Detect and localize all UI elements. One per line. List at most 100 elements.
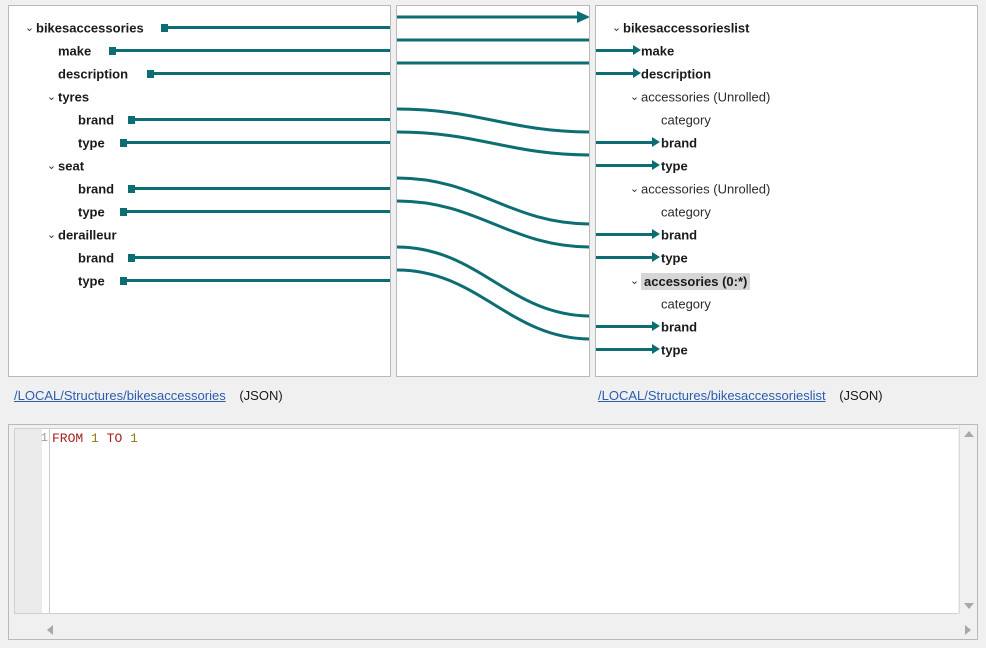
mapping-curve[interactable] bbox=[397, 107, 590, 134]
source-node-label: seat bbox=[58, 158, 85, 174]
target-node-label: make bbox=[641, 43, 675, 59]
source-connector-handle[interactable] bbox=[128, 185, 135, 193]
source-connector-line[interactable] bbox=[127, 141, 390, 144]
code-line[interactable]: FROM 1 TO 1 bbox=[52, 431, 138, 446]
source-connector-line[interactable] bbox=[135, 118, 390, 121]
source-node-label: brand bbox=[78, 112, 115, 128]
target-tree-row[interactable]: category bbox=[648, 293, 711, 315]
source-path-link[interactable]: /LOCAL/Structures/bikesaccessories bbox=[14, 388, 226, 403]
source-path-row: /LOCAL/Structures/bikesaccessories (JSON… bbox=[14, 388, 283, 403]
target-tree-row[interactable]: make bbox=[628, 40, 674, 62]
target-connector-line[interactable] bbox=[596, 49, 633, 52]
source-connector-handle[interactable] bbox=[120, 139, 127, 147]
source-connector-line[interactable] bbox=[127, 279, 390, 282]
source-connector-handle[interactable] bbox=[128, 116, 135, 124]
code-token-number: 1 bbox=[130, 431, 138, 446]
source-connector-line[interactable] bbox=[168, 26, 390, 29]
target-node-label: category bbox=[661, 296, 711, 312]
mapping-curve[interactable] bbox=[397, 245, 590, 318]
source-connector-handle[interactable] bbox=[109, 47, 116, 55]
mapping-curve[interactable] bbox=[397, 176, 590, 226]
target-node-label: brand bbox=[661, 135, 698, 151]
target-tree-row[interactable]: description bbox=[628, 63, 711, 85]
target-connector-line[interactable] bbox=[596, 141, 652, 144]
editor-horizontal-scrollbar[interactable] bbox=[41, 620, 977, 638]
mapping-curve[interactable] bbox=[397, 130, 590, 157]
target-tree-row[interactable]: ⌄accessories (Unrolled) bbox=[628, 86, 770, 108]
target-tree-row[interactable]: type bbox=[648, 339, 688, 361]
target-tree-row[interactable]: ⌄bikesaccessorieslist bbox=[610, 17, 750, 39]
mapping-curves bbox=[397, 11, 590, 341]
target-connector-line[interactable] bbox=[596, 256, 652, 259]
target-path-kind: (JSON) bbox=[839, 388, 883, 403]
code-token-plain bbox=[122, 431, 130, 446]
target-node-label: type bbox=[661, 158, 688, 174]
source-connector-line[interactable] bbox=[154, 72, 390, 75]
source-node-label: make bbox=[58, 43, 92, 59]
source-path-kind: (JSON) bbox=[239, 388, 283, 403]
target-node-label: type bbox=[661, 342, 688, 358]
code-editor[interactable]: 1 FROM 1 TO 1 bbox=[14, 428, 958, 614]
target-tree-row[interactable]: type bbox=[648, 155, 688, 177]
scroll-down-arrow-icon[interactable] bbox=[964, 603, 974, 609]
target-connector-line[interactable] bbox=[596, 325, 652, 328]
chevron-down-icon[interactable]: ⌄ bbox=[46, 228, 57, 241]
target-connector-arrowhead-icon bbox=[652, 344, 660, 354]
editor-gutter bbox=[15, 429, 42, 613]
code-token-plain bbox=[99, 431, 107, 446]
mapping-lines-panel[interactable] bbox=[396, 5, 590, 377]
chevron-down-icon[interactable]: ⌄ bbox=[611, 21, 622, 34]
chevron-down-icon[interactable]: ⌄ bbox=[24, 21, 35, 34]
source-connector-handle[interactable] bbox=[161, 24, 168, 32]
source-connector-handle[interactable] bbox=[147, 70, 154, 78]
source-connector-handle[interactable] bbox=[120, 277, 127, 285]
mapping-curve[interactable] bbox=[397, 268, 590, 341]
target-tree-row[interactable]: brand bbox=[648, 316, 697, 338]
target-connector-line[interactable] bbox=[596, 348, 652, 351]
target-node-label: accessories (Unrolled) bbox=[641, 181, 771, 197]
chevron-down-icon[interactable]: ⌄ bbox=[629, 274, 640, 287]
target-tree-row[interactable]: ⌄accessories (0:*) bbox=[628, 270, 751, 292]
target-tree-row[interactable]: category bbox=[648, 201, 711, 223]
scroll-left-arrow-icon[interactable] bbox=[47, 625, 53, 635]
target-connector-line[interactable] bbox=[596, 72, 633, 75]
scroll-up-arrow-icon[interactable] bbox=[964, 431, 974, 437]
code-token-number: 1 bbox=[91, 431, 99, 446]
source-connector-line[interactable] bbox=[135, 256, 390, 259]
target-node-label: brand bbox=[661, 227, 698, 243]
source-node-label: type bbox=[78, 135, 105, 151]
target-connector-arrowhead-icon bbox=[633, 45, 641, 55]
chevron-down-icon[interactable]: ⌄ bbox=[46, 159, 57, 172]
target-node-label: category bbox=[661, 204, 711, 220]
line-number: 1 bbox=[40, 431, 48, 445]
source-connector-line[interactable] bbox=[127, 210, 390, 213]
source-connector-handle[interactable] bbox=[120, 208, 127, 216]
chevron-down-icon[interactable]: ⌄ bbox=[629, 182, 640, 195]
target-connector-line[interactable] bbox=[596, 164, 652, 167]
target-path-link[interactable]: /LOCAL/Structures/bikesaccessorieslist bbox=[598, 388, 826, 403]
target-node-label: brand bbox=[661, 319, 698, 335]
target-tree-row[interactable]: ⌄accessories (Unrolled) bbox=[628, 178, 770, 200]
target-connector-line[interactable] bbox=[596, 233, 652, 236]
scroll-right-arrow-icon[interactable] bbox=[965, 625, 971, 635]
code-editor-frame: 1 FROM 1 TO 1 bbox=[8, 424, 978, 640]
source-connector-line[interactable] bbox=[135, 187, 390, 190]
chevron-down-icon[interactable]: ⌄ bbox=[629, 90, 640, 103]
target-tree-row[interactable]: category bbox=[648, 109, 711, 131]
chevron-down-icon[interactable]: ⌄ bbox=[46, 90, 57, 103]
source-node-label: brand bbox=[78, 181, 115, 197]
target-tree-row[interactable]: type bbox=[648, 247, 688, 269]
source-connector-line[interactable] bbox=[116, 49, 390, 52]
target-tree-row[interactable]: brand bbox=[648, 224, 697, 246]
editor-vertical-scrollbar[interactable] bbox=[959, 426, 976, 614]
source-node-label: brand bbox=[78, 250, 115, 266]
target-connector-arrowhead-icon bbox=[652, 160, 660, 170]
target-path-row: /LOCAL/Structures/bikesaccessorieslist (… bbox=[598, 388, 883, 403]
source-node-label: type bbox=[78, 204, 105, 220]
source-connector-handle[interactable] bbox=[128, 254, 135, 262]
mapping-curve[interactable] bbox=[397, 199, 590, 249]
target-tree-row[interactable]: brand bbox=[648, 132, 697, 154]
code-token-keyword: FROM bbox=[52, 431, 84, 446]
